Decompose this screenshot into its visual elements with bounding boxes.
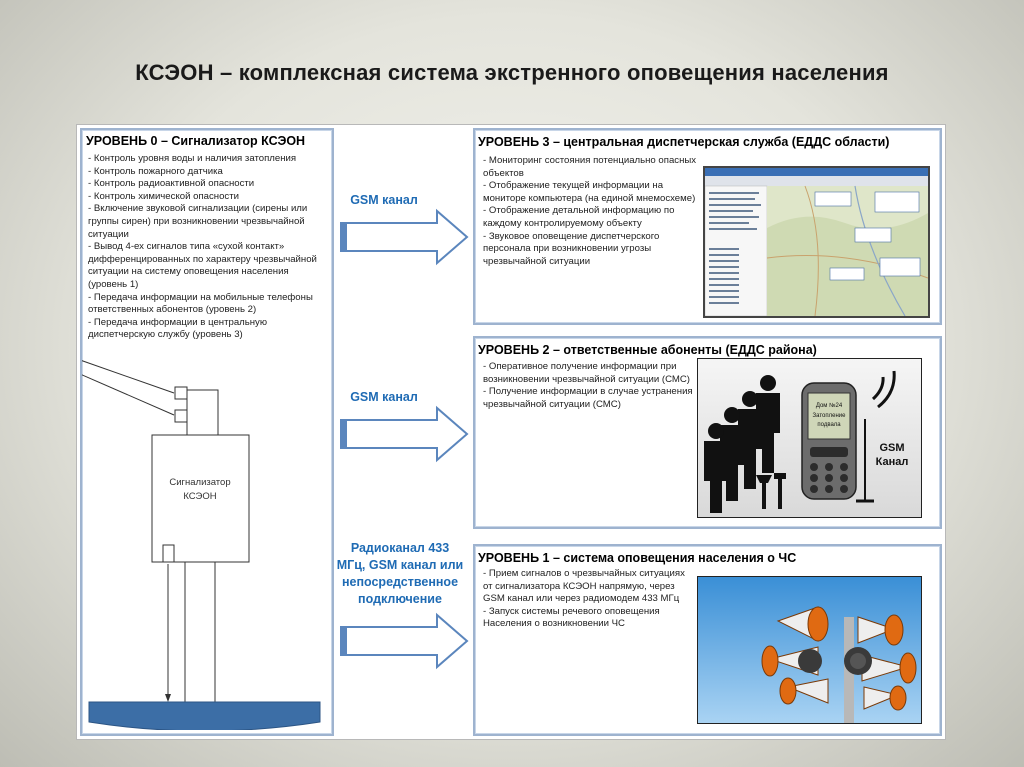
sirens-photo xyxy=(697,576,922,724)
level1-box: УРОВЕНЬ 1 – система оповещения населения… xyxy=(473,544,942,736)
level0-line: - Контроль химической опасности xyxy=(88,190,239,202)
device-top-module xyxy=(186,389,219,436)
connector-bottom xyxy=(174,409,188,423)
subscribers-illustration: Дом №24 Затопление подвала xyxy=(698,359,921,517)
level0-line: ситуации xyxy=(88,228,129,240)
people-icon xyxy=(704,375,780,513)
subscribers-image: Дом №24 Затопление подвала xyxy=(697,358,922,518)
level3-line: чрезвычайной ситуации xyxy=(483,255,591,267)
level0-line: диспетчерскую службу (уровень 3) xyxy=(88,329,243,341)
level0-line: - Вывод 4-ех сигналов типа «сухой контак… xyxy=(88,241,285,253)
connector-top xyxy=(174,386,188,400)
gsm-label: Канал xyxy=(876,456,909,468)
level3-line: - Отображение детальной информацию по xyxy=(483,205,675,217)
level3-line: мониторе компьютера (на единой мнемосхем… xyxy=(483,192,696,204)
device-label-1: Сигнализатор xyxy=(169,477,230,488)
level2-line: - Получение информации в случае устранен… xyxy=(483,386,693,398)
level2-box: УРОВЕНЬ 2 – ответственные абоненты (ЕДДС… xyxy=(473,336,942,529)
level0-line: группы сирен) при возникновении чрезвыча… xyxy=(88,215,305,227)
level1-title: УРОВЕНЬ 1 – система оповещения населения… xyxy=(478,551,797,565)
channel-label-top: GSM канал xyxy=(350,193,418,207)
diagram-panel: УРОВЕНЬ 0 – Сигнализатор КСЭОН - Контрол… xyxy=(76,124,946,740)
level0-line: - Передача информации в центральную xyxy=(88,316,268,328)
level3-line: - Отображение текущей информации на xyxy=(483,180,664,192)
level3-line: - Мониторинг состояния потенциально опас… xyxy=(483,155,697,166)
level0-line: - Передача информации на мобильные телеф… xyxy=(88,291,313,303)
level1-lines: - Прием сигналов о чрезвычайных ситуация… xyxy=(483,568,685,631)
arrow-to-level2 xyxy=(340,405,469,463)
level2-line: - Оперативное получение информации при xyxy=(483,361,677,372)
level0-line: ответственных абонентов (уровень 2) xyxy=(88,304,257,316)
arrow-to-level3 xyxy=(340,208,469,266)
channel-bottom-line: МГц, GSM канал или xyxy=(336,558,464,572)
level1-line: - Прием сигналов о чрезвычайных ситуация… xyxy=(483,568,685,579)
slide-title: КСЭОН – комплексная система экстренного … xyxy=(135,60,889,85)
level2-line: возникновении чрезвычайной ситуации (СМС… xyxy=(483,373,691,385)
phone-screen-line: Затопление xyxy=(813,413,847,419)
level3-line: персонала при возникновении угрозы xyxy=(483,243,652,255)
level3-line: каждому контролируемому объекту xyxy=(483,217,642,229)
water-sensor xyxy=(162,544,175,563)
level1-line: от сигнализатора КСЭОН напрямую, через xyxy=(483,580,675,592)
level3-box: УРОВЕНЬ 3 – центральная диспетчерская сл… xyxy=(473,128,942,325)
mobile-phone-icon: Дом №24 Затопление подвала xyxy=(801,382,857,500)
level1-line: - Запуск системы речевого оповещения xyxy=(483,605,660,617)
channel-label-bottom: Радиоканал 433 МГц, GSM канал или непоср… xyxy=(335,540,465,608)
level2-lines: - Оперативное получение информации при в… xyxy=(483,361,693,411)
arrow-to-level1 xyxy=(340,612,469,670)
level1-line: GSM канал или через радиомодем 433 МГц xyxy=(483,593,680,605)
level0-line: - Контроль радиоактивной опасности xyxy=(88,178,255,190)
level3-line: объектов xyxy=(483,167,524,179)
level1-line: Населения о возникновении ЧС xyxy=(483,618,625,630)
level0-line: (уровень 1) xyxy=(88,278,139,290)
level3-line: - Звуковое оповещение диспетчерского xyxy=(483,230,660,242)
level0-line: - Контроль уровня воды и наличия затопле… xyxy=(88,153,297,164)
level0-line: - Включение звуковой сигнализации (сирен… xyxy=(88,203,308,215)
level3-lines: - Мониторинг состояния потенциально опас… xyxy=(483,155,696,268)
level2-line: чрезвычайной ситуации (СМС) xyxy=(483,398,621,410)
level0-line: - Контроль пожарного датчика xyxy=(88,165,223,177)
device-label-2: КСЭОН xyxy=(183,491,216,502)
channel-label-middle: GSM канал xyxy=(350,390,418,404)
phone-screen-line: подвала xyxy=(817,422,841,428)
monitoring-map-image xyxy=(705,168,928,316)
level2-title: УРОВЕНЬ 2 – ответственные абоненты (ЕДДС… xyxy=(478,343,817,357)
level0-box: УРОВЕНЬ 0 – Сигнализатор КСЭОН - Контрол… xyxy=(80,128,334,736)
monitoring-screenshot xyxy=(703,166,930,318)
water-surface xyxy=(88,701,321,730)
level0-lines: - Контроль уровня воды и наличия затопле… xyxy=(88,153,317,342)
device-body xyxy=(151,434,250,563)
level0-line: дифференцированных по характеру чрезвыча… xyxy=(88,253,317,265)
gsm-label: GSM xyxy=(879,442,904,454)
tools-icon xyxy=(756,473,786,509)
level0-line: ситуации на систему оповещения населения xyxy=(88,266,289,278)
channel-bottom-line: подключение xyxy=(358,592,442,606)
level0-title: УРОВЕНЬ 0 – Сигнализатор КСЭОН xyxy=(86,134,306,148)
gsm-antenna-icon xyxy=(856,370,896,503)
channel-bottom-line: Радиоканал 433 xyxy=(350,541,450,555)
level3-title: УРОВЕНЬ 3 – центральная диспетчерская сл… xyxy=(478,135,890,149)
channel-bottom-line: непосредственное xyxy=(341,575,459,589)
sirens-illustration xyxy=(698,577,921,723)
device-illustration: Сигнализатор КСЭОН xyxy=(82,360,321,730)
phone-screen-line: Дом №24 xyxy=(816,402,843,409)
